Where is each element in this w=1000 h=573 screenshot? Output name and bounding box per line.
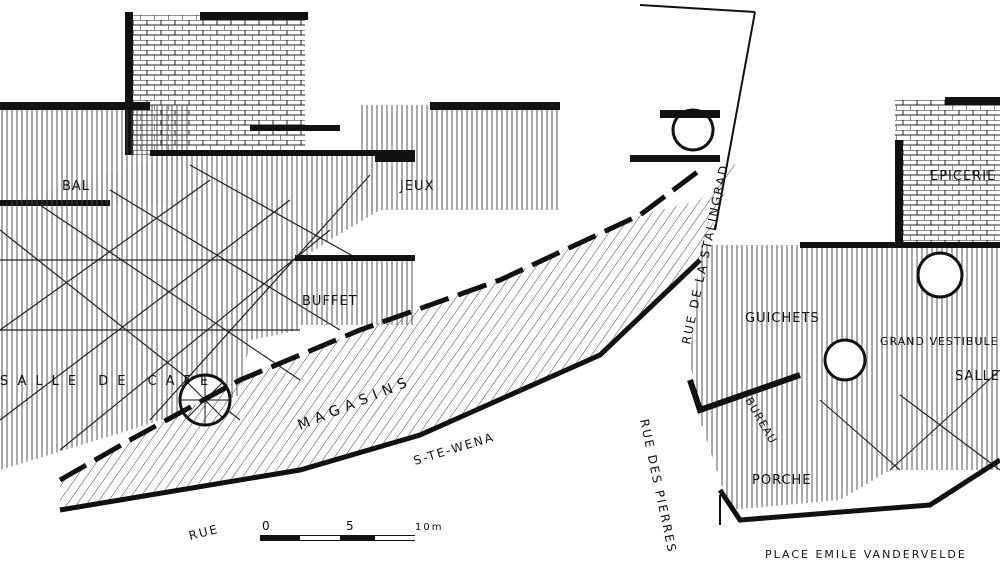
right-building (687, 97, 1000, 525)
label-jeux: JEUX (399, 179, 434, 194)
stair-vestibule (916, 251, 964, 299)
label-guichets: GUICHETS (745, 311, 820, 326)
main-hall (0, 150, 380, 470)
label-salle: SALLE (955, 369, 1000, 384)
label-epicerie: EPICERIE (930, 169, 996, 184)
label-grand-vestibule: GRAND VESTIBULE (880, 335, 999, 348)
street-rue-des-pierres: RUE DES PIERRES (637, 418, 679, 555)
magasins-area (60, 150, 740, 510)
label-porche: PORCHE (752, 473, 812, 488)
label-bal: BAL (62, 179, 90, 194)
buffet-room (295, 255, 415, 325)
label-buffet: BUFFET (302, 294, 358, 309)
left-building (0, 4, 756, 513)
scale-bar: 0 5 10m (260, 519, 443, 541)
stair-guichets (823, 338, 867, 382)
vault-lines (0, 164, 371, 451)
street-rue-bottom: RUE (187, 522, 220, 543)
scale-tick-10: 10m (415, 522, 443, 533)
epicerie-block (895, 100, 1000, 245)
label-salle-de-cafe: SALLE DE CAFE (0, 374, 217, 389)
street-place: PLACE EMILE VANDERVELDE (765, 548, 967, 561)
scale-tick-5: 5 (346, 519, 356, 533)
scale-tick-0: 0 (262, 519, 272, 533)
